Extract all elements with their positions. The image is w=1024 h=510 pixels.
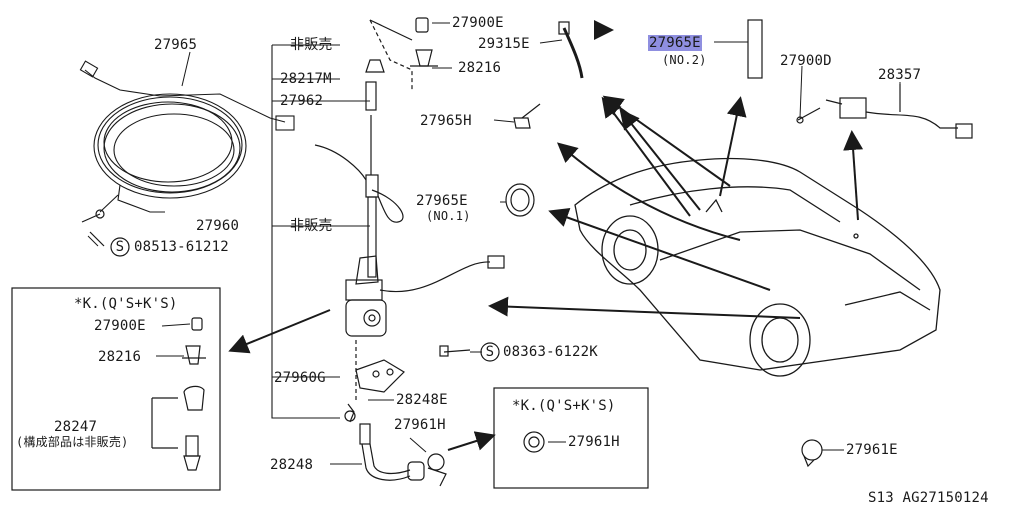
box1-title: *K.(Q'S+K'S) (74, 296, 178, 312)
box2-part (523, 431, 545, 453)
box1-note: (構成部品は非販売) (16, 435, 129, 449)
clip-27965h (513, 103, 541, 129)
hose (359, 423, 447, 487)
cable-coil (79, 60, 295, 213)
variant-box-1 (11, 287, 221, 491)
circled-s-symbol-1 (110, 237, 130, 257)
part-label-27900e-top: 27900E (452, 15, 504, 31)
part-label-27962: 27962 (280, 93, 324, 109)
part-label-27960g: 27960G (274, 370, 326, 386)
highlighted-part-number: 27965E (648, 35, 702, 51)
antenna-mast (314, 59, 505, 400)
part-label-27961e: 27961E (846, 442, 898, 458)
part-label-28217m: 28217M (280, 71, 332, 87)
box2-title: *K.(Q'S+K'S) (512, 398, 616, 414)
part-label-08363: 08363-6122K (503, 344, 598, 360)
callout-bracket (271, 44, 370, 419)
part-label-27965e-no1: 27965E (416, 193, 468, 209)
box1-part-28216: 28216 (98, 349, 142, 365)
arrow-27965e-no2 (602, 95, 731, 187)
leaders (87, 22, 901, 465)
part-label-29315e: 29315E (478, 36, 530, 52)
part-label-27965h: 27965H (420, 113, 472, 129)
not-for-sale-label-2: 非販売 (290, 218, 333, 234)
part-label-27960: 27960 (196, 218, 240, 234)
not-for-sale-label-1: 非販売 (290, 37, 333, 53)
cable-28357 (796, 84, 973, 139)
part-label-28357: 28357 (878, 67, 922, 83)
part-label-27965: 27965 (154, 37, 198, 53)
harness-strip-no2 (747, 19, 763, 79)
part-label-28248: 28248 (270, 457, 314, 473)
part-27961e (801, 439, 823, 468)
part-label-27965e-no2: 27965E (648, 35, 702, 51)
car-outline (574, 157, 941, 377)
part-label-27961h-box: 27961H (568, 434, 620, 450)
circled-s-symbol-2 (480, 342, 500, 362)
part-label-08513: 08513-61212 (134, 239, 229, 255)
no2-label: (NO.2) (662, 53, 707, 67)
part-label-28248e: 28248E (396, 392, 448, 408)
part-label-28216-top: 28216 (458, 60, 502, 76)
grommet-no1 (505, 183, 535, 217)
box1-part-27900e: 27900E (94, 318, 146, 334)
no1-label: (NO.1) (426, 209, 471, 223)
part-label-27900d: 27900D (780, 53, 832, 69)
arrows (228, 96, 864, 451)
circled-s-letter-2: S (485, 344, 495, 360)
bolt-icon (81, 209, 105, 247)
mount-bracket (344, 359, 405, 423)
box1-parts (151, 317, 206, 471)
top-parts (369, 17, 584, 90)
bolt-08363-icon (439, 345, 471, 357)
footer-code: S13 AG27150124 (868, 490, 989, 506)
circled-s-letter-1: S (115, 239, 125, 255)
part-label-27961h-left: 27961H (394, 417, 446, 433)
box1-part-28247: 28247 (54, 419, 98, 435)
